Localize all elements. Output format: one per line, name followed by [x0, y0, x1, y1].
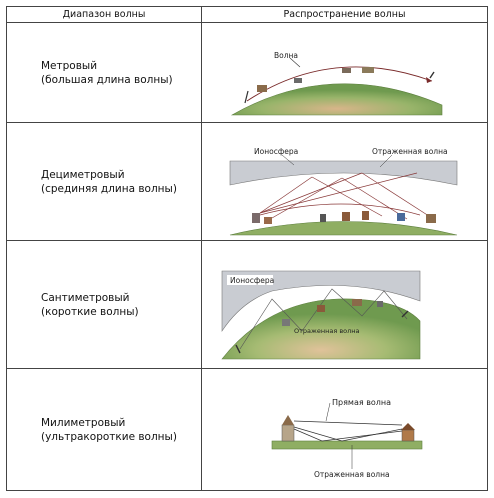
reflected-wave-label: Отраженная волна: [314, 470, 390, 479]
receiver-antenna-icon: [401, 310, 409, 318]
ionosphere-label: Ионосфера: [230, 276, 274, 285]
transmitter-building-icon: [281, 415, 295, 442]
receiver-antenna-icon: [429, 71, 435, 79]
range-name: Метровый: [41, 59, 98, 72]
receiver-house-icon: [401, 423, 415, 442]
ionosphere-band: [229, 160, 458, 186]
house-icon: [257, 85, 267, 92]
ionosphere-label: Ионосфера: [254, 147, 298, 156]
wave-rays: [293, 420, 403, 442]
reflected-wave-label: Отраженная волна: [372, 147, 448, 156]
range-subtitle: (большая длина волны): [41, 73, 173, 86]
multi-hop-reflection-illustration: Ионосфера Отраженная волна: [221, 270, 421, 360]
transmitter-tower-icon: [244, 90, 249, 104]
wave-label: Волна: [274, 51, 298, 60]
header-range: Диапазон волны: [7, 7, 202, 23]
wave-range-table: Диапазон волны Распространение волны Мет…: [6, 6, 488, 491]
range-name: Сантиметровый: [41, 291, 130, 304]
earth-hill: [230, 83, 443, 116]
flat-ground: [271, 440, 423, 450]
header-propagation: Распространение волны: [202, 7, 487, 23]
row-centimetric-label: Сантиметровый (короткие волны): [7, 241, 202, 369]
ionosphere-band: [221, 270, 421, 332]
diagram-metric: Волна: [202, 23, 487, 123]
earth-ground: [229, 221, 458, 236]
ground-wave-illustration: Волна: [230, 51, 443, 116]
range-subtitle: (короткие волны): [41, 305, 139, 318]
range-name: Дециметровый: [41, 168, 125, 181]
buildings: [252, 211, 436, 224]
row-millimetric-label: Милиметровый (ультракороткие волны): [7, 369, 202, 490]
wave-ray: [246, 66, 433, 102]
reflected-wave-label: Отраженная волна: [294, 327, 360, 335]
buildings: [282, 299, 383, 326]
ionosphere-reflection-illustration: Ионосфера Отраженная волна: [229, 147, 458, 236]
reflected-rays: [259, 172, 433, 220]
direct-and-reflected-wave-illustration: Прямая волна Отраженная волна: [271, 398, 423, 479]
direct-wave-label: Прямая волна: [332, 398, 391, 407]
row-decimetric-label: Дециметровый (срединяя длина волны): [7, 123, 202, 241]
range-subtitle: (срединяя длина волны): [41, 182, 177, 195]
range-name: Милиметровый: [41, 416, 126, 429]
transmitter-antenna-icon: [235, 344, 241, 354]
diagram-decimetric: Ионосфера Отраженная волна: [202, 123, 487, 241]
hop-rays: [239, 288, 408, 350]
diagram-centimetric: Ионосфера Отраженная волна: [202, 241, 487, 369]
diagram-millimetric: Прямая волна Отраженная волна: [202, 369, 487, 490]
range-subtitle: (ультракороткие волны): [41, 430, 177, 443]
row-metric-label: Метровый (большая длина волны): [7, 23, 202, 123]
